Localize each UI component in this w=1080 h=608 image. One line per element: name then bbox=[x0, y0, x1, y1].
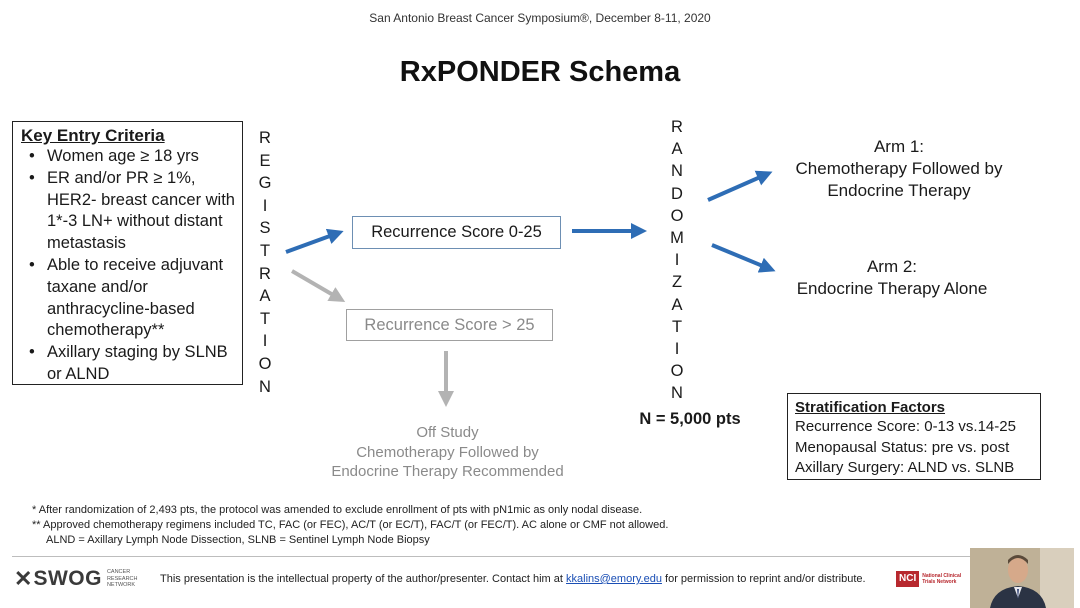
registration-letter: T bbox=[259, 309, 271, 328]
criteria-item: Women age ≥ 18 yrs bbox=[21, 146, 236, 168]
criteria-item: Able to receive adjuvant taxane and/or a… bbox=[21, 255, 236, 342]
randomization-letter: D bbox=[671, 184, 683, 203]
footnote-1: * After randomization of 2,493 pts, the … bbox=[32, 504, 643, 516]
nci-logo: NCI National Clinical Trials Network bbox=[896, 570, 964, 588]
registration-letter: T bbox=[259, 241, 271, 260]
stratification-item: Menopausal Status: pre vs. post bbox=[795, 438, 1010, 456]
randomization-letter: O bbox=[670, 206, 684, 225]
arrow-randomization-to-arm1 bbox=[707, 170, 773, 202]
registration-letter: E bbox=[259, 151, 271, 170]
registration-letter: S bbox=[259, 219, 271, 238]
randomization-letter: T bbox=[671, 317, 683, 336]
registration-letter: I bbox=[262, 196, 268, 215]
arm1-line: Endocrine Therapy bbox=[827, 181, 971, 200]
footnote-2: ** Approved chemotherapy regimens includ… bbox=[32, 519, 669, 531]
webcam-presenter bbox=[970, 548, 1074, 608]
nci-sub-line: National Clinical bbox=[922, 573, 962, 579]
randomization-letter: N bbox=[671, 384, 683, 403]
arrow-registration-to-high-score bbox=[290, 269, 346, 303]
arm2-line: Arm 2: bbox=[866, 257, 918, 276]
randomization-letter: I bbox=[674, 251, 680, 270]
registration-letter: R bbox=[259, 129, 271, 147]
swog-logo: ✕ SWOG CANCER RESEARCH NETWORK bbox=[14, 566, 138, 592]
stratification-item: Recurrence Score: 0-13 vs.14-25 bbox=[795, 418, 1016, 435]
registration-letter: N bbox=[259, 377, 271, 396]
entry-criteria-list: Women age ≥ 18 yrs ER and/or PR ≥ 1%, HE… bbox=[21, 146, 236, 386]
arm2-line: Endocrine Therapy Alone bbox=[796, 279, 988, 298]
off-study-line: Off Study bbox=[416, 424, 479, 441]
swog-x-mark: ✕ bbox=[14, 566, 33, 591]
stratification-box: Stratification Factors Recurrence Score:… bbox=[787, 393, 1041, 480]
recurrence-score-low-box: Recurrence Score 0-25 bbox=[352, 216, 561, 249]
contact-email-link[interactable]: kkalins@emory.edu bbox=[566, 573, 662, 585]
arm1-line: Chemotherapy Followed by bbox=[795, 159, 1003, 178]
registration-letter: A bbox=[259, 287, 271, 306]
registration-letter: O bbox=[258, 354, 272, 373]
footnote-3: ALND = Axillary Lymph Node Dissection, S… bbox=[46, 534, 430, 546]
off-study-line: Endocrine Therapy Recommended bbox=[331, 463, 564, 480]
randomization-letter: Z bbox=[671, 273, 683, 292]
sample-size-label: N = 5,000 pts bbox=[639, 410, 741, 428]
randomization-letter: R bbox=[671, 118, 683, 136]
randomization-letter: M bbox=[670, 228, 684, 247]
presenter-silhouette-icon bbox=[970, 548, 1074, 608]
off-study-label: Off Study Chemotherapy Followed by Endoc… bbox=[300, 423, 595, 482]
recurrence-score-high-box: Recurrence Score > 25 bbox=[346, 309, 553, 341]
entry-criteria-heading: Key Entry Criteria bbox=[21, 126, 165, 145]
arrow-registration-to-low-score bbox=[285, 228, 344, 254]
randomization-label: R A N D O M I Z A T I O N bbox=[667, 116, 687, 404]
footer-divider bbox=[12, 556, 970, 557]
arm1-line: Arm 1: bbox=[873, 137, 925, 156]
randomization-letter: O bbox=[670, 362, 684, 381]
arrow-randomization-to-arm2 bbox=[711, 243, 776, 273]
swog-sub-line: RESEARCH bbox=[106, 575, 138, 582]
conference-header: San Antonio Breast Cancer Symposium®, De… bbox=[369, 11, 711, 25]
nci-subtitle: National Clinical Trials Network bbox=[922, 573, 961, 585]
registration-letter: I bbox=[262, 332, 268, 351]
registration-letter: G bbox=[258, 174, 272, 193]
randomization-letter: I bbox=[674, 339, 680, 358]
randomization-letter: N bbox=[671, 162, 683, 181]
criteria-item: Axillary staging by SLNB or ALND bbox=[21, 342, 236, 386]
nci-sub-line: Trials Network bbox=[922, 579, 957, 585]
footer-text-after: for permission to reprint and/or distrib… bbox=[661, 573, 866, 585]
swog-sub-line: NETWORK bbox=[106, 582, 136, 589]
footer-text-before: This presentation is the intellectual pr… bbox=[160, 573, 567, 585]
randomization-letter: A bbox=[671, 295, 683, 314]
registration-label: R E G I S T R A T I O N bbox=[255, 127, 275, 398]
swog-sub-line: CANCER bbox=[106, 569, 131, 576]
entry-criteria-box: Key Entry Criteria Women age ≥ 18 yrs ER… bbox=[12, 121, 243, 385]
criteria-item: ER and/or PR ≥ 1%, HER2- breast cancer w… bbox=[21, 168, 236, 255]
nci-logo-mark: NCI bbox=[896, 571, 920, 587]
slide-title: RxPONDER Schema bbox=[399, 56, 681, 88]
randomization-letter: A bbox=[671, 140, 683, 159]
stratification-item: Axillary Surgery: ALND vs. SLNB bbox=[795, 459, 1015, 476]
stratification-heading: Stratification Factors bbox=[795, 399, 946, 416]
swog-logo-text: SWOG bbox=[33, 567, 102, 590]
footer-notice: This presentation is the intellectual pr… bbox=[160, 573, 866, 585]
swog-subtitle: CANCER RESEARCH NETWORK bbox=[107, 569, 138, 589]
arm1-label: Arm 1: Chemotherapy Followed by Endocrin… bbox=[774, 136, 1024, 202]
registration-letter: R bbox=[259, 264, 271, 283]
off-study-line: Chemotherapy Followed by bbox=[356, 443, 539, 461]
arm2-label: Arm 2: Endocrine Therapy Alone bbox=[767, 256, 1017, 300]
